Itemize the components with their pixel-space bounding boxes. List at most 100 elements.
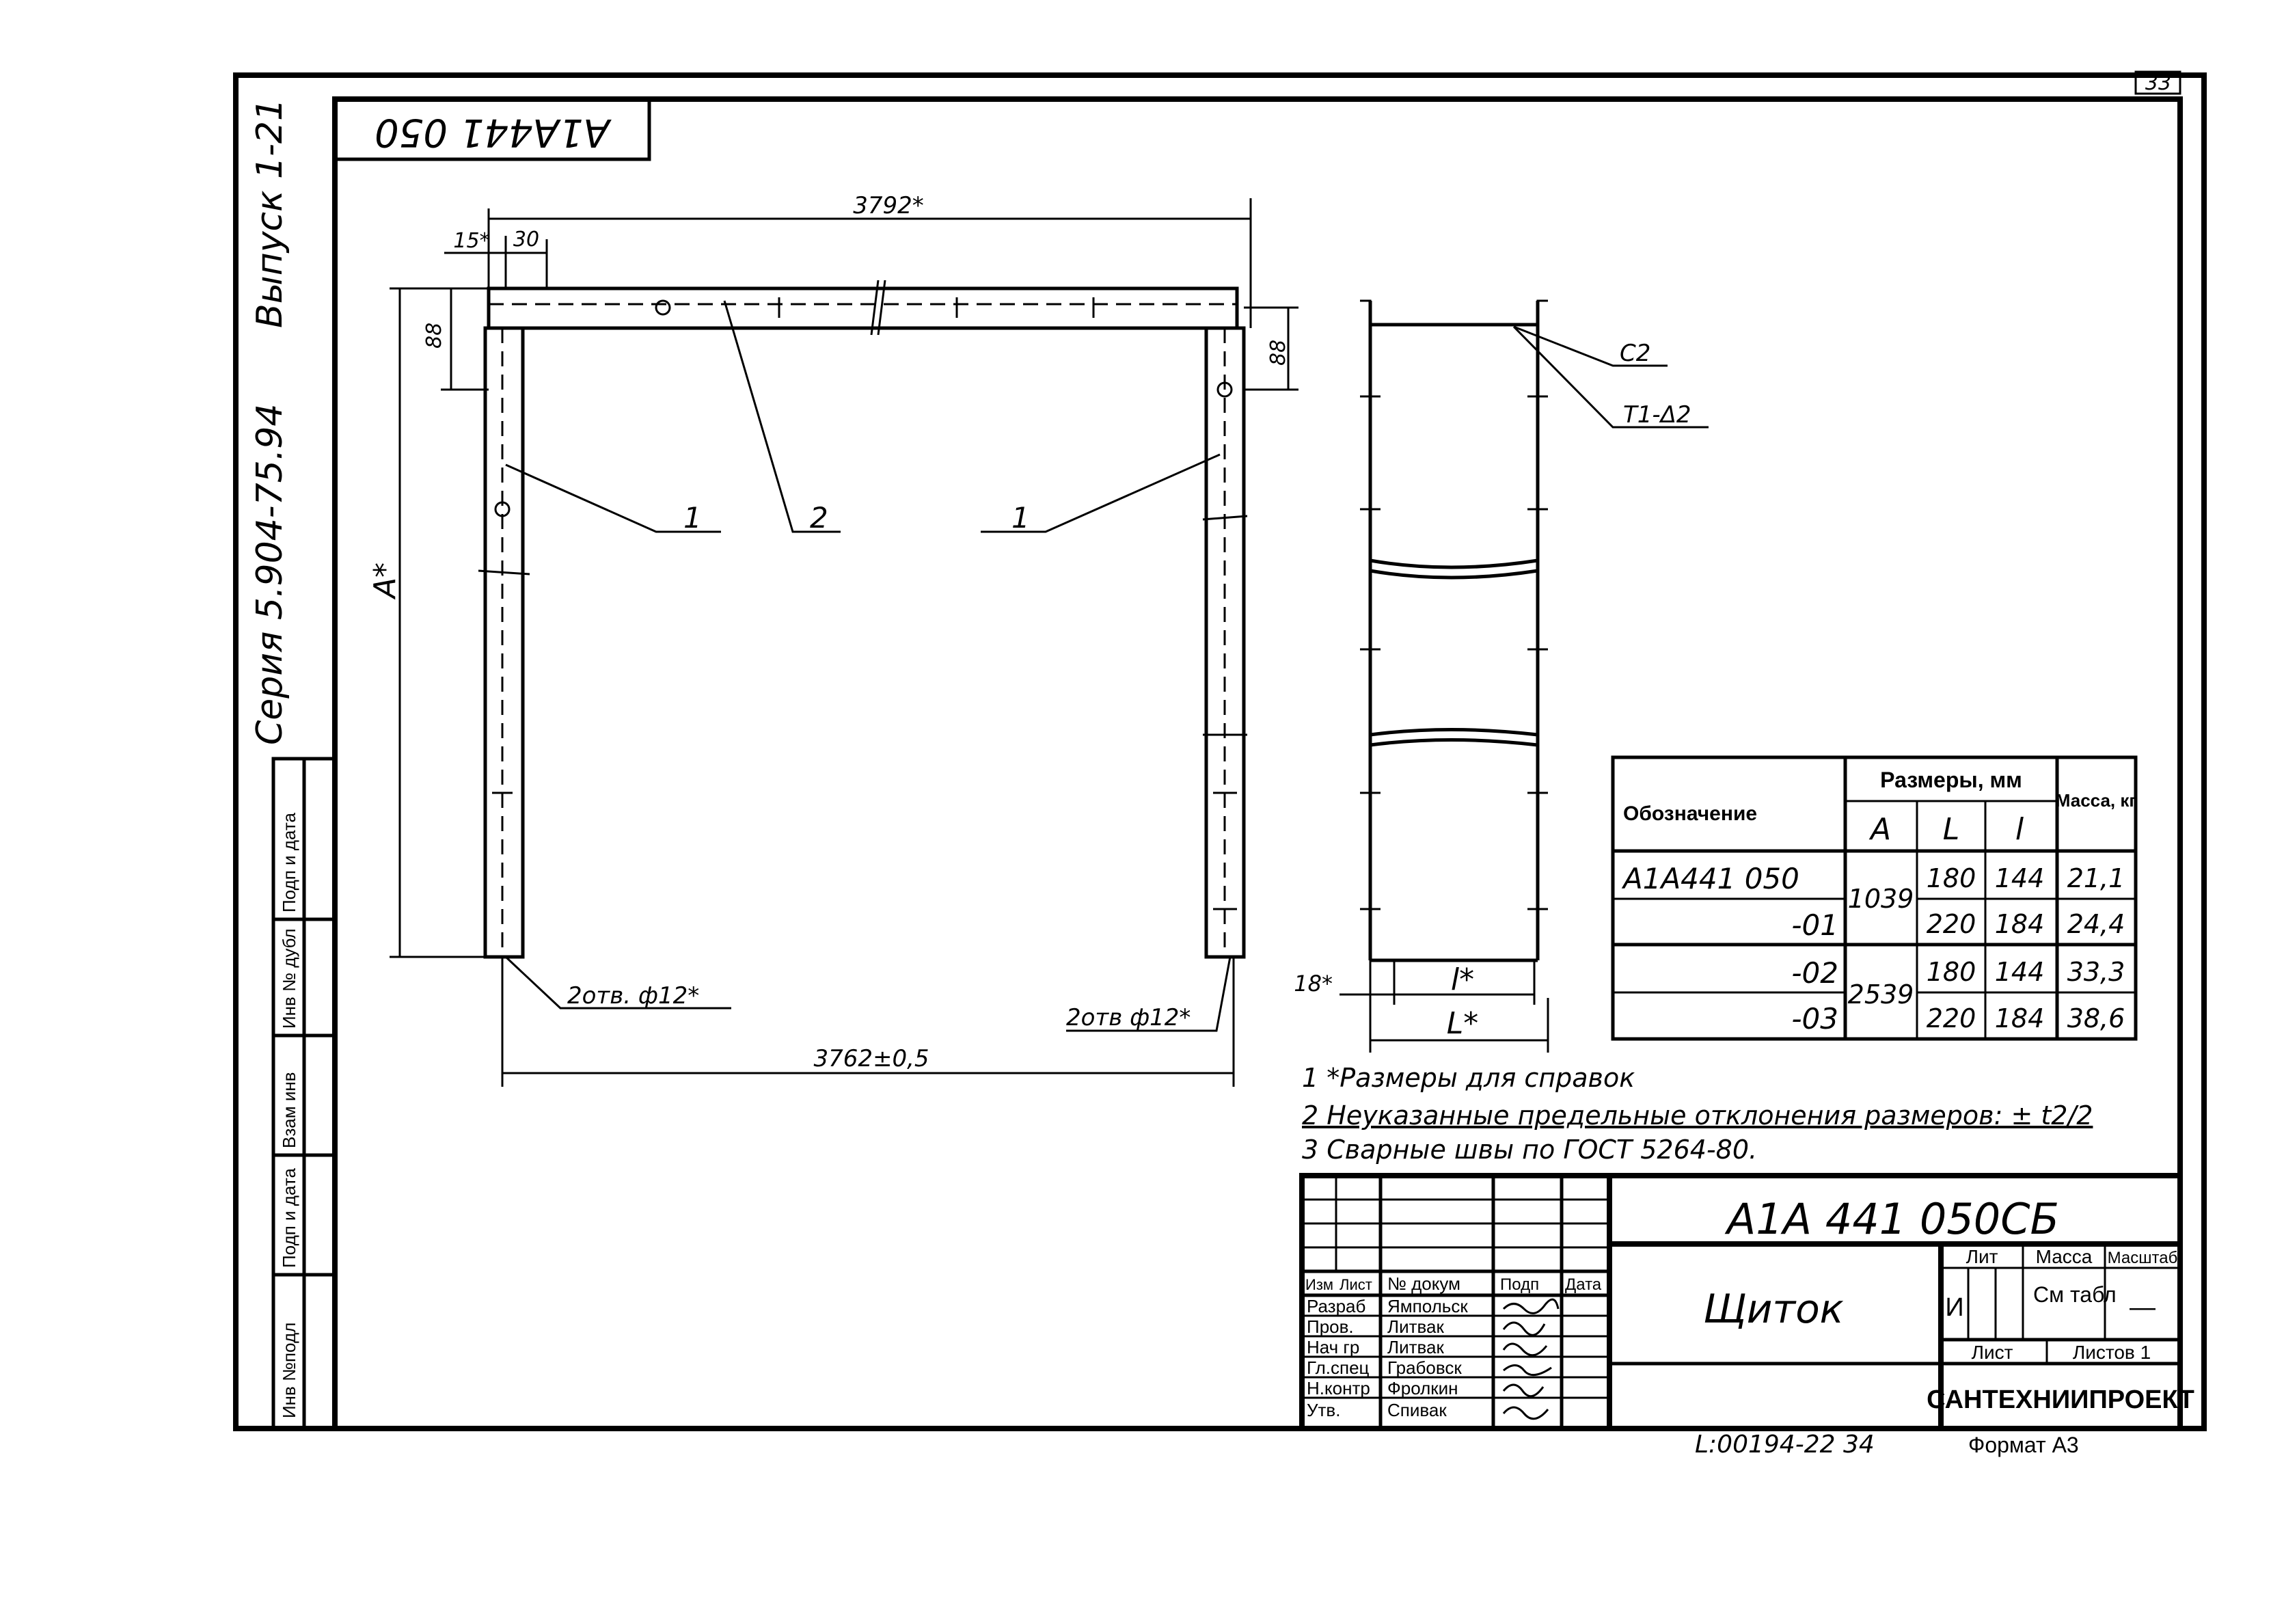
tb-mass-value: См табл: [2033, 1282, 2117, 1307]
bottom-format: Формат А3: [1968, 1433, 2079, 1457]
dim-18: 18*: [1294, 971, 1333, 997]
table-row-2-L: 180: [1927, 957, 1976, 987]
dim-88-left: 88: [422, 323, 446, 349]
hole-right: 2отв ф12*: [1066, 1004, 1191, 1031]
table-row-2-l: 144: [1995, 957, 2045, 987]
table-row-0-mass: 21,1: [2067, 863, 2125, 893]
drawing-frame: [332, 96, 2183, 1431]
dim-30: 30: [513, 228, 539, 252]
table-row-3-L: 220: [1927, 1003, 1976, 1033]
tb-col-podp: Подп: [1500, 1275, 1539, 1294]
table-row-2-code: -02: [1791, 956, 1838, 990]
tb-role-5: Утв.: [1307, 1400, 1340, 1420]
signature-4: [1502, 1383, 1545, 1398]
tb-name-3: Грабовск: [1387, 1357, 1462, 1378]
tb-name-0: Ямпольск: [1387, 1296, 1468, 1316]
notes: 1 *Размеры для справок 2 Неуказанные пре…: [1302, 1063, 2093, 1165]
table-col-l: l: [2015, 812, 2024, 847]
table-row-1-code: -01: [1791, 908, 1838, 942]
tb-name-1: Литвак: [1387, 1316, 1444, 1337]
table-row-2-A: 2539: [1848, 979, 1914, 1010]
tb-scale-value: —: [2130, 1293, 2156, 1322]
pos-2: 2: [810, 501, 828, 534]
tb-role-1: Пров.: [1307, 1316, 1354, 1337]
tb-name-5: Спивак: [1387, 1400, 1447, 1420]
pos-1-right: 1: [1011, 501, 1030, 534]
top-channel: [487, 286, 1239, 330]
table-col-mass: Масса, кг: [2056, 790, 2137, 811]
table-col-L: L: [1943, 812, 1960, 847]
table-row-3-mass: 38,6: [2067, 1003, 2125, 1033]
tb-role-3: Гл.спец: [1307, 1357, 1370, 1378]
tb-lit-value: И: [1945, 1293, 1963, 1322]
table-row-1-mass: 24,4: [2067, 909, 2125, 939]
table-row-0-A: 1039: [1848, 884, 1914, 914]
weld-c2: С2: [1620, 340, 1650, 367]
side-inv-dubl: Инв № дубл: [279, 928, 299, 1029]
dim-L: L*: [1447, 1006, 1479, 1041]
side-vzam: Взам инв: [279, 1072, 299, 1148]
front-view: 3792* 15* 30 88 88 A* 1 2 1 2отв. ф12*: [368, 192, 1298, 1087]
table-row-2-mass: 33,3: [2067, 957, 2125, 987]
dim-15: 15*: [453, 229, 489, 253]
signature-5: [1502, 1406, 1549, 1420]
pos-1-left: 1: [683, 501, 702, 534]
table-row-0-l: 144: [1995, 863, 2045, 893]
table-row-3-l: 184: [1995, 1003, 2045, 1033]
stamp-code-box: [333, 97, 651, 161]
table-col-sizes: Размеры, мм: [1880, 768, 2022, 792]
table-row-1-l: 184: [1995, 909, 2045, 939]
side-podp-data2: Подп и дата: [279, 813, 299, 912]
dim-88-right: 88: [1266, 340, 1290, 366]
signature-0: [1502, 1298, 1560, 1314]
side-strip: Инв №подл Подп и дата Взам инв Инв № дуб…: [271, 757, 335, 1431]
note-2: 2 Неуказанные предельные отклонения разм…: [1302, 1100, 2093, 1131]
dim-bottom: 3762±0,5: [813, 1045, 929, 1072]
tb-col-izm: Изм: [1305, 1276, 1333, 1293]
table-row-3-code: -03: [1791, 1002, 1838, 1036]
tb-name-2: Литвак: [1387, 1337, 1444, 1357]
issue-label: Выпуск 1-21: [249, 98, 290, 328]
signature-1: [1502, 1321, 1546, 1336]
note-1: 1 *Размеры для справок: [1302, 1063, 1635, 1093]
tb-lit-header: Лит: [1966, 1246, 1998, 1267]
dim-l: l*: [1451, 962, 1474, 997]
tb-col-list: Лист: [1340, 1276, 1372, 1293]
tb-col-date: Дата: [1565, 1275, 1602, 1294]
side-inv-podl: Инв №подл: [279, 1323, 299, 1418]
tb-role-2: Нач гр: [1307, 1337, 1359, 1357]
bottom-code: L:00194-22 34: [1695, 1431, 1875, 1459]
note-3: 3 Сварные швы по ГОСТ 5264-80.: [1302, 1135, 1757, 1165]
side-view: С2 Т1-Δ2 18* l* L*: [1294, 299, 1709, 1053]
dim-A: A*: [368, 563, 403, 600]
table-row-1-L: 220: [1927, 909, 1976, 939]
side-podp-data1: Подп и дата: [279, 1168, 299, 1268]
hole-left: 2отв. ф12*: [567, 982, 699, 1010]
weld-t1: Т1-Δ2: [1623, 401, 1691, 429]
tb-role-4: Н.контр: [1307, 1378, 1370, 1398]
sizes-table: Обозначение Размеры, мм A L l Масса, кг …: [1611, 755, 2138, 1041]
page-number: 33: [2145, 71, 2171, 95]
stamp-code: А1А441 050: [375, 110, 612, 154]
tb-sheet-label: Лист: [1972, 1342, 2013, 1363]
tb-sheets-label: Листов 1: [2073, 1342, 2151, 1363]
left-post: [483, 326, 525, 959]
tb-col-doc: № докум: [1387, 1273, 1460, 1294]
tb-scale-header: Масштаб: [2108, 1249, 2178, 1267]
series-label: Серия 5.904-75.94: [249, 404, 290, 745]
table-col-A: A: [1868, 812, 1891, 847]
tb-name: Щиток: [1703, 1286, 1843, 1332]
dim-width-top: 3792*: [853, 192, 924, 219]
tb-role-0: Разраб: [1307, 1296, 1365, 1316]
table-row-0-L: 180: [1927, 863, 1976, 893]
table-row-0-code: А1А441 050: [1621, 862, 1799, 895]
page-number-box: [2134, 70, 2181, 95]
tb-name-4: Фролкин: [1387, 1378, 1458, 1398]
tb-org: САНТЕХНИИПРОЕКТ: [1927, 1385, 2194, 1414]
tb-mass-header: Масса: [2036, 1246, 2093, 1267]
signature-3: [1503, 1364, 1552, 1376]
tb-doc-code: А1А 441 050СБ: [1724, 1194, 2059, 1244]
table-col-designation: Обозначение: [1623, 802, 1757, 825]
title-block: Изм Лист № докум Подп Дата Разраб Ямполь…: [1299, 1173, 2194, 1431]
